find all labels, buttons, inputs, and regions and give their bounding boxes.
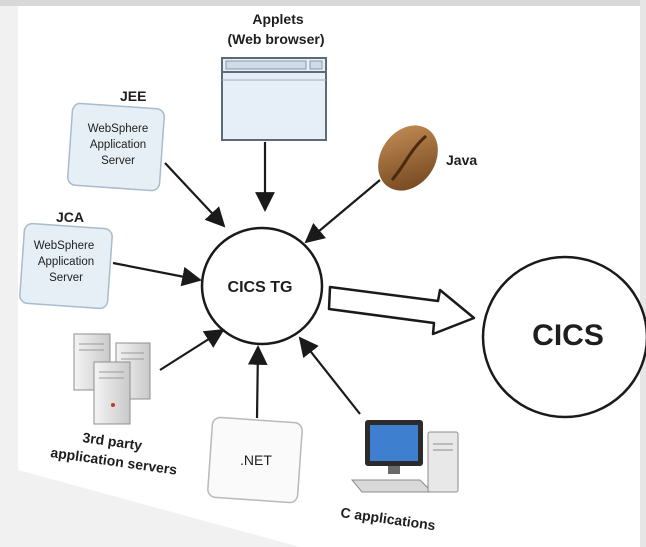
block-arrow-to-cics xyxy=(327,285,476,336)
applets-node: Applets (Web browser) xyxy=(221,11,327,141)
arrow-jee-to-cicstg xyxy=(164,162,226,228)
cics-tg-circle xyxy=(200,226,324,346)
dotnet-node: .NET xyxy=(207,416,303,504)
jca-box-line-2: Application xyxy=(38,256,94,268)
jee-box-line-1: WebSphere xyxy=(88,123,149,135)
cics-label: CICS xyxy=(532,319,604,352)
arrow-jca-to-cicstg xyxy=(112,261,202,287)
jca-websphere-box xyxy=(19,222,113,310)
third-party-node: 3rd party application servers xyxy=(50,333,178,478)
coffee-bean-icon xyxy=(378,125,438,191)
arrow-java-to-cicstg xyxy=(304,179,381,244)
arrow-dotnet-to-cicstg xyxy=(247,345,268,419)
dotnet-box xyxy=(207,416,303,504)
server-stack-icon xyxy=(73,333,151,425)
java-label: Java xyxy=(446,152,477,168)
jca-box-line-3: Server xyxy=(49,272,83,284)
jca-box-line-1: WebSphere xyxy=(34,240,95,252)
cics-node: CICS xyxy=(481,255,646,419)
cics-tg-node: CICS TG xyxy=(200,226,324,346)
c-apps-label: C applications xyxy=(340,504,437,533)
cics-tg-label: CICS TG xyxy=(228,279,293,296)
jee-box-line-2: Application xyxy=(90,139,146,151)
jee-node: JEE WebSphere Application Server xyxy=(67,88,165,192)
jee-websphere-box xyxy=(67,102,165,192)
jca-label: JCA xyxy=(56,209,84,225)
jca-node: JCA WebSphere Application Server xyxy=(19,209,113,310)
applets-title: Applets xyxy=(252,11,304,27)
jee-label: JEE xyxy=(120,88,146,104)
arrow-capps-to-cicstg xyxy=(298,336,361,415)
jee-box-line-3: Server xyxy=(101,155,135,167)
desktop-computer-icon xyxy=(350,420,459,493)
browser-window-icon xyxy=(221,57,327,141)
java-node: Java xyxy=(378,125,477,191)
dotnet-label: .NET xyxy=(240,452,272,468)
c-apps-node: C applications xyxy=(340,420,459,533)
cics-circle xyxy=(481,255,646,419)
arrow-thirdparty-to-cicstg xyxy=(159,328,225,371)
applets-subtitle: (Web browser) xyxy=(228,31,325,47)
